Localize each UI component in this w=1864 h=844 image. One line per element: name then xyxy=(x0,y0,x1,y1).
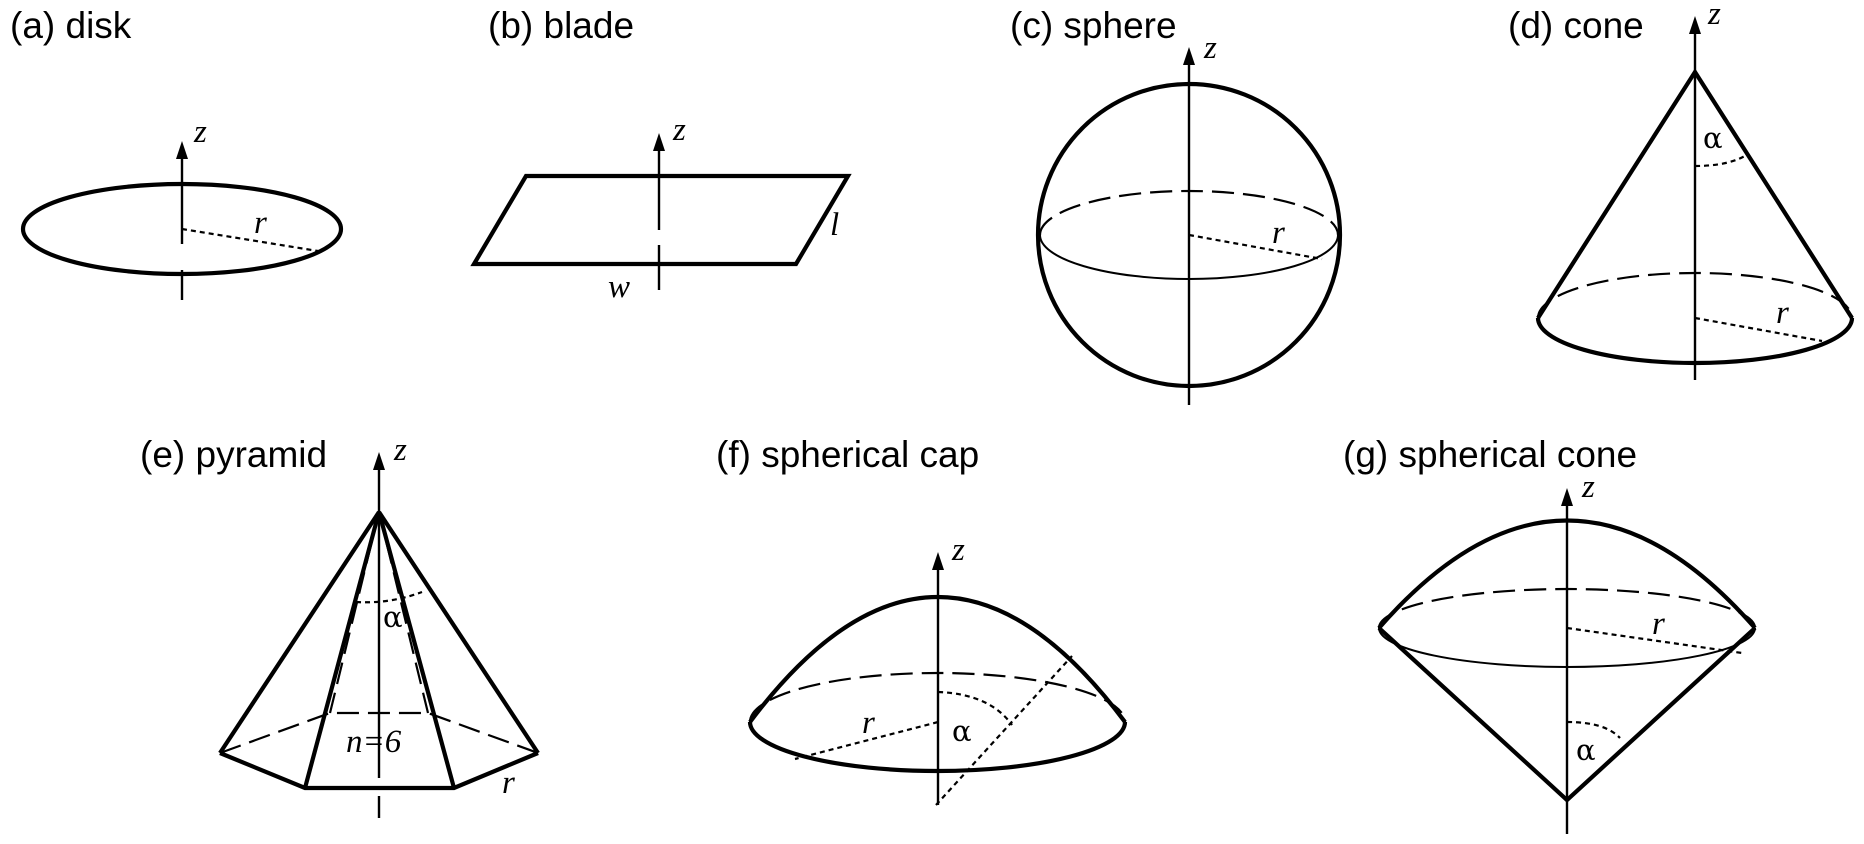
cone-axis-label: z xyxy=(1707,0,1721,32)
panel-pyramid: (e) pyramid z α n=6 r xyxy=(140,432,540,818)
cap-angle-label: α xyxy=(952,714,972,748)
cone-angle-arc xyxy=(1694,153,1749,168)
disk-radius-label: r xyxy=(254,205,267,241)
caption-blade: (b) blade xyxy=(488,5,634,46)
cap-angle-arc xyxy=(937,690,1013,726)
sphere-radius-label: r xyxy=(1272,215,1285,251)
pyramid-angle-label: α xyxy=(383,600,403,634)
cone-angle-label: α xyxy=(1703,121,1723,155)
cap-axis-label: z xyxy=(951,532,965,568)
blade-length-label: l xyxy=(830,207,839,243)
sphere-axis-arrow xyxy=(1183,47,1195,65)
blade-parallelogram xyxy=(470,173,852,267)
cone-radius-label: r xyxy=(1776,295,1789,331)
disk-axis-label: z xyxy=(193,114,207,150)
spherical-cone-radius-line xyxy=(1566,626,1743,655)
cone-radius-line xyxy=(1694,316,1823,343)
blade-axis-arrow xyxy=(653,133,665,151)
pyramid-radius-label: r xyxy=(502,765,515,801)
caption-disk: (a) disk xyxy=(10,5,132,46)
caption-pyramid: (e) pyramid xyxy=(140,434,327,475)
caption-sphere: (c) sphere xyxy=(1010,5,1177,46)
blade-axis-label: z xyxy=(672,112,686,148)
spherical-cone-axis-arrow xyxy=(1561,488,1573,506)
panel-disk: (a) disk z r xyxy=(10,5,344,300)
pyramid-axis-arrow xyxy=(373,452,385,470)
pyramid-sides-label: n=6 xyxy=(346,724,402,760)
pyramid-edge-1 xyxy=(218,510,381,755)
spherical-cone-axis-label: z xyxy=(1581,469,1595,505)
spherical-cone-radius-label: r xyxy=(1652,606,1665,642)
pyramid-edge-4 xyxy=(377,510,540,755)
cone-axis-arrow xyxy=(1689,16,1701,34)
panel-spherical-cap: (f) spherical cap z α r xyxy=(716,434,1128,806)
sphere-axis-label: z xyxy=(1203,30,1217,66)
disk-radius-line xyxy=(181,227,319,253)
pyramid-edge-3 xyxy=(376,511,457,789)
pyramid-base-front xyxy=(219,751,539,791)
disk-axis-arrow xyxy=(176,141,188,159)
caption-spherical-cone: (g) spherical cone xyxy=(1343,434,1637,475)
spherical-cone-angle-label: α xyxy=(1576,733,1596,767)
panel-sphere: (c) sphere z r xyxy=(1010,5,1343,405)
pyramid-axis-label: z xyxy=(393,432,407,468)
blade-width-label: w xyxy=(608,269,630,305)
caption-cone: (d) cone xyxy=(1508,5,1644,46)
panel-spherical-cone: (g) spherical cone z α r xyxy=(1343,434,1757,834)
panel-cone: (d) cone z α r xyxy=(1508,0,1855,380)
panel-blade: (b) blade z l w xyxy=(470,5,852,305)
pyramid-edge-2 xyxy=(302,511,382,789)
cap-slant-line xyxy=(935,655,1073,806)
cap-radius-label: r xyxy=(862,705,875,741)
cap-radius-line xyxy=(794,720,939,761)
cap-axis-arrow xyxy=(932,552,944,570)
caption-spherical-cap: (f) spherical cap xyxy=(716,434,979,475)
sphere-radius-line xyxy=(1188,233,1323,261)
